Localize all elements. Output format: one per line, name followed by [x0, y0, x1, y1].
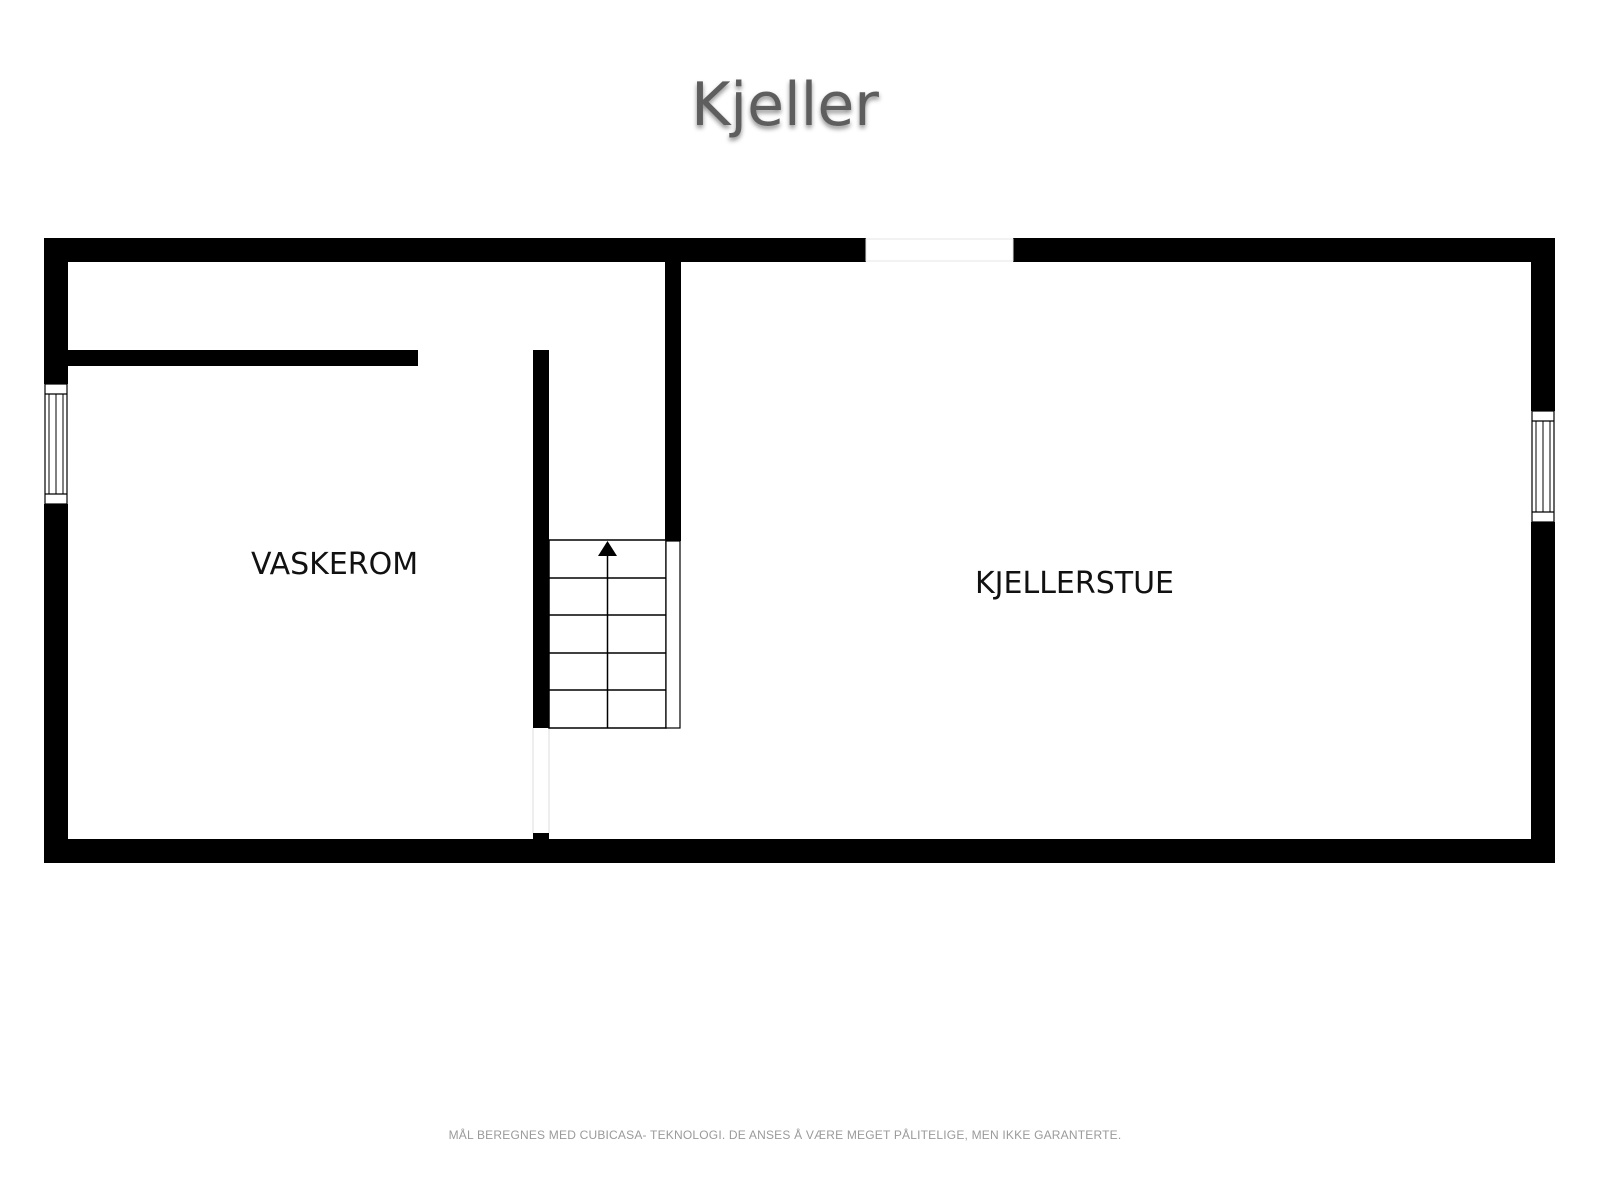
wall-stair-right: [665, 262, 681, 541]
wall-left: [44, 238, 68, 863]
wall-stair-left: [533, 350, 549, 728]
doorway: [532, 728, 550, 833]
interior-walls: [68, 262, 681, 841]
openings: [44, 238, 1555, 523]
wall-top-right: [1013, 238, 1555, 262]
wall-right: [1531, 238, 1555, 863]
stair-up-arrow-icon: [598, 541, 617, 556]
top-opening: [865, 238, 1014, 262]
wall-stub-bottom: [533, 833, 549, 841]
wall-bottom: [44, 839, 1555, 863]
room-label-vaskerom: VASKEROM: [251, 547, 419, 582]
wall-interior-horizontal: [68, 350, 418, 366]
stairs: [548, 539, 681, 729]
window-left: [44, 383, 68, 505]
floor-title: Kjeller: [691, 70, 879, 140]
window-right: [1531, 410, 1555, 523]
room-label-kjellerstue: KJELLERSTUE: [975, 566, 1174, 601]
stair-railing: [665, 540, 681, 729]
exterior-walls: [44, 238, 1555, 863]
footer-disclaimer: MÅL BEREGNES MED CUBICASA- TEKNOLOGI. DE…: [448, 1128, 1122, 1142]
wall-top-left: [44, 238, 866, 262]
